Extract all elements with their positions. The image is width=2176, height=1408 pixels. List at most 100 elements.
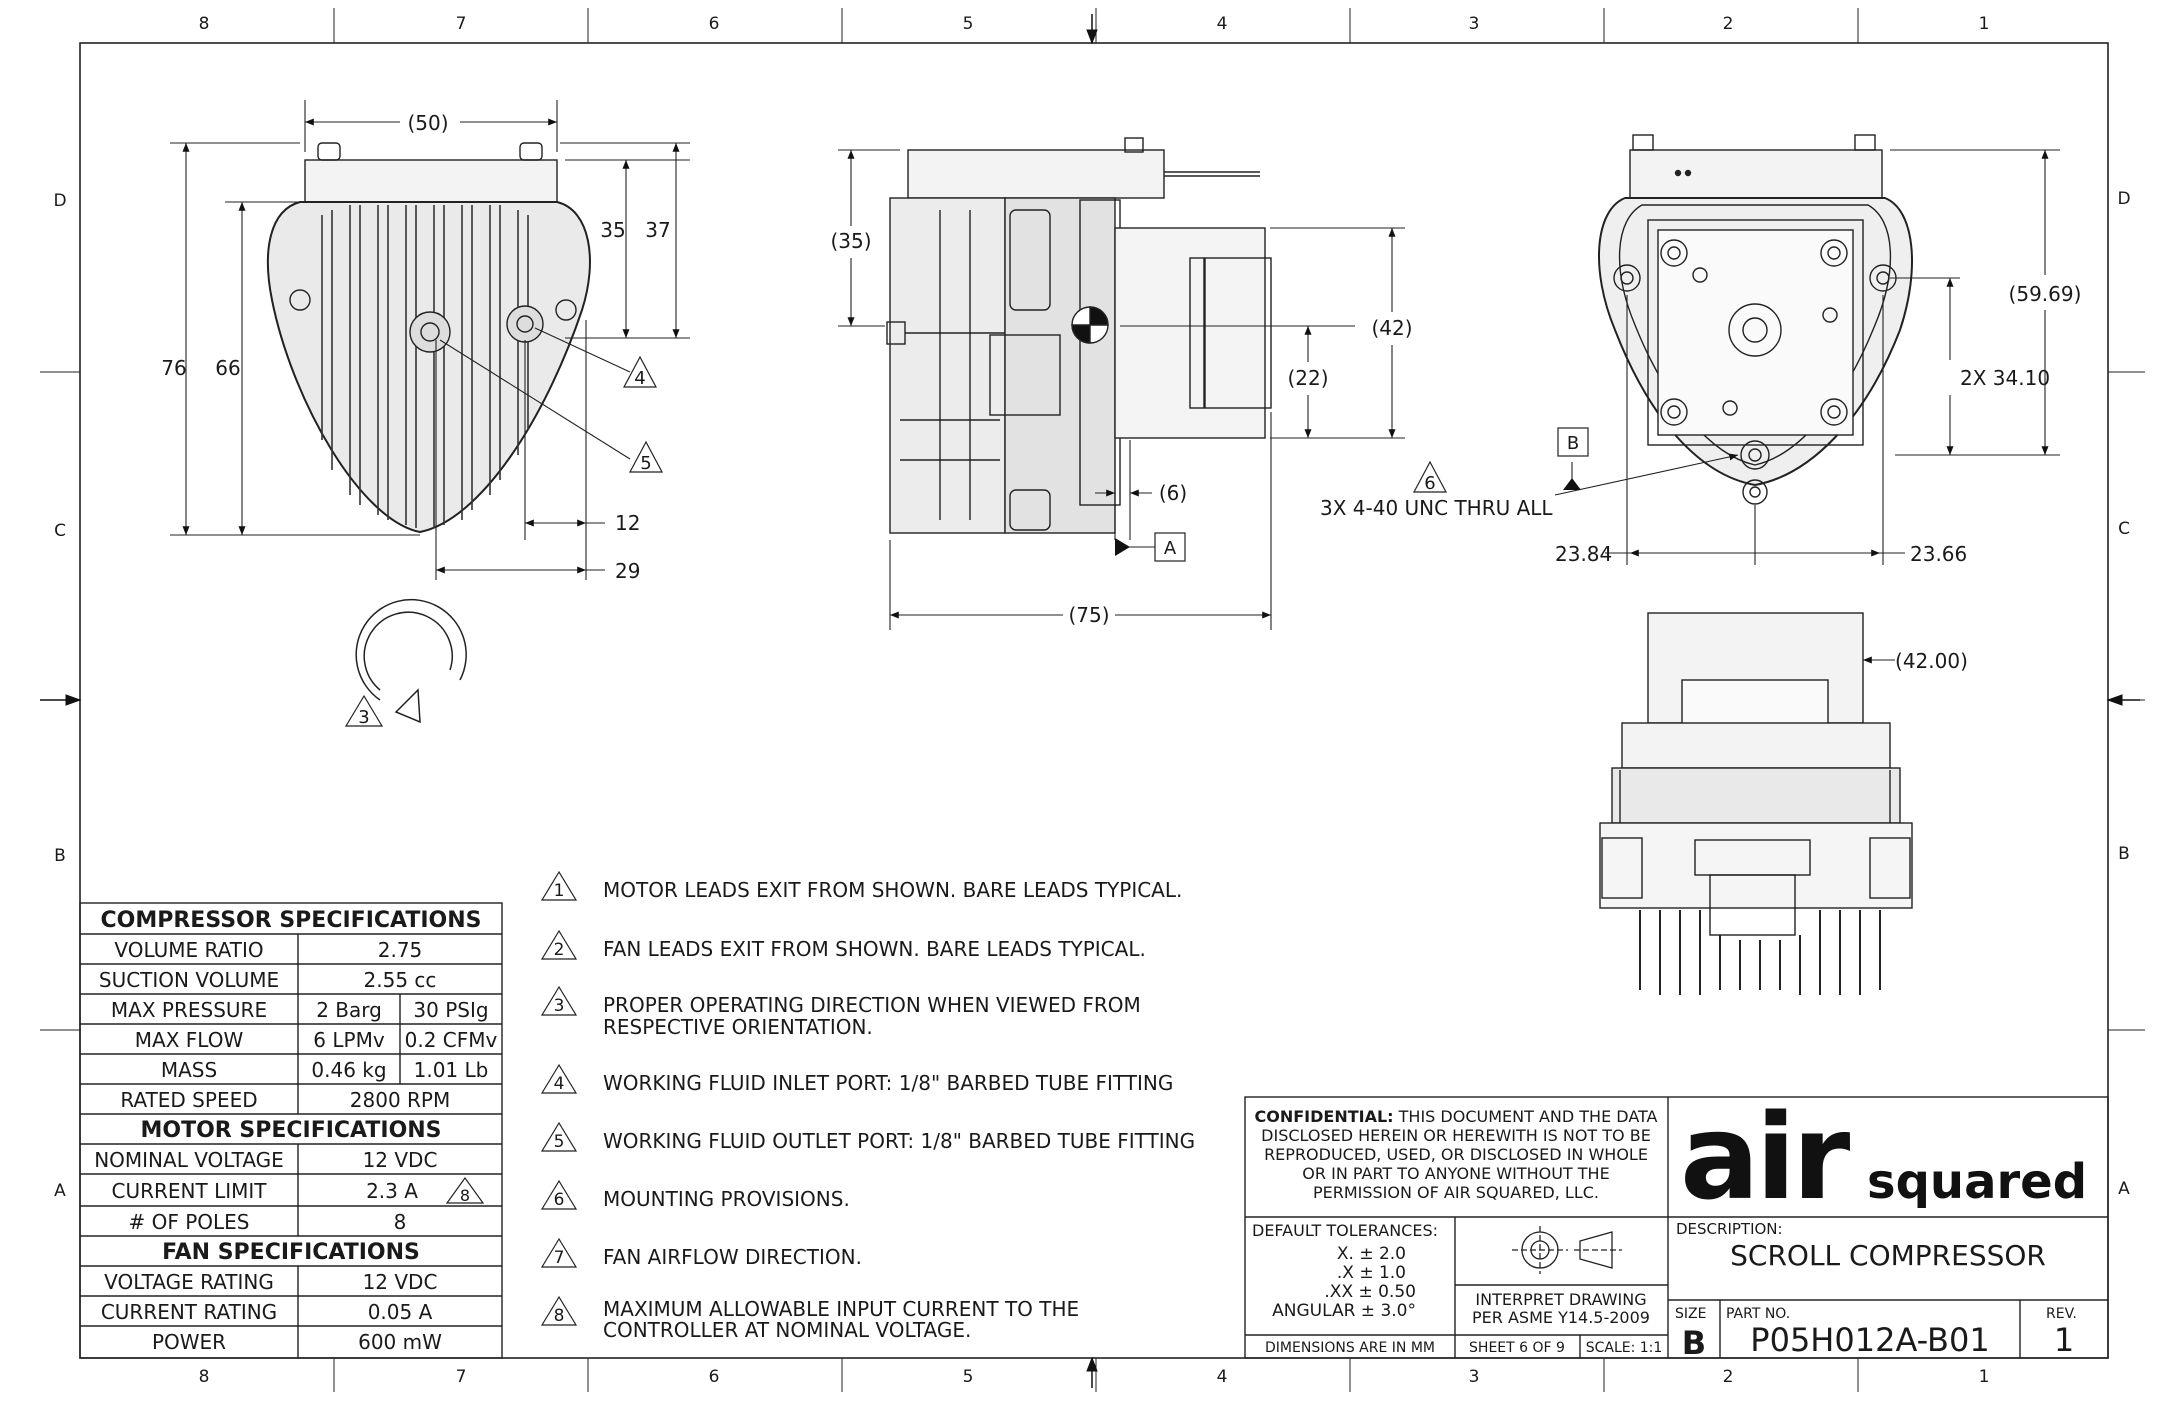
dim-front-width: (50): [407, 111, 448, 135]
zone-right-b: B: [2118, 844, 2130, 864]
tolerance-xx: .X ± 1.0: [1337, 1263, 1406, 1283]
tolerance-x: X. ± 2.0: [1337, 1244, 1406, 1264]
zone-left-c: C: [54, 521, 66, 541]
third-angle-projection-icon: [1512, 1226, 1622, 1274]
svg-text:WORKING FLUID OUTLET PORT: 1/8: WORKING FLUID OUTLET PORT: 1/8" BARBED T…: [603, 1129, 1195, 1153]
zone-top-8: 8: [199, 14, 210, 34]
side-view-dims: [838, 149, 1405, 630]
dim-side-6: (6): [1159, 481, 1187, 505]
rear-datum-b: B: [1557, 427, 1589, 490]
confidential-line-5: PERMISSION OF AIR SQUARED, LLC.: [1313, 1183, 1599, 1202]
svg-text:4: 4: [634, 368, 645, 389]
svg-text:3: 3: [358, 707, 369, 728]
dim-side-35: (35): [830, 229, 871, 253]
dim-rear-2384: 23.84: [1555, 542, 1612, 566]
zone-right-c: C: [2118, 519, 2130, 539]
zone-top-7: 7: [456, 14, 467, 34]
mounting-note: 3X 4-40 UNC THRU ALL: [1320, 496, 1553, 520]
svg-text:5: 5: [640, 453, 651, 474]
dim-front-66: 66: [215, 356, 240, 380]
tolerance-xxx: .XX ± 0.50: [1324, 1282, 1416, 1302]
svg-text:3: 3: [554, 996, 565, 1016]
note-3: 3 PROPER OPERATING DIRECTION WHEN VIEWED…: [540, 985, 1141, 1039]
front-view: [266, 142, 591, 534]
spec-value-current-rating: 0.05 A: [368, 1300, 433, 1324]
svg-text:MOUNTING PROVISIONS.: MOUNTING PROVISIONS.: [603, 1187, 850, 1211]
description-label: DESCRIPTION:: [1676, 1220, 1783, 1238]
zone-bottom-5: 5: [963, 1367, 974, 1387]
zone-right-a: A: [2118, 1179, 2130, 1199]
front-view-dims: [170, 100, 690, 580]
svg-text:squared: squared: [1867, 1154, 2087, 1210]
svg-text:A: A: [1164, 538, 1177, 559]
zone-top-1: 1: [1979, 14, 1990, 34]
dim-front-76: 76: [161, 356, 186, 380]
svg-text:MAXIMUM ALLOWABLE INPUT CURREN: MAXIMUM ALLOWABLE INPUT CURRENT TO THE: [603, 1297, 1079, 1321]
zone-bottom-2: 2: [1723, 1367, 1734, 1387]
spec-label-poles: # OF POLES: [129, 1210, 250, 1234]
spec-label-volume-ratio: VOLUME RATIO: [114, 938, 263, 962]
dim-side-22: (22): [1287, 366, 1328, 390]
spec-value-mass-kg: 0.46 kg: [311, 1058, 386, 1082]
spec-label-power: POWER: [152, 1330, 226, 1354]
spec-value-suction-volume: 2.55 cc: [364, 968, 437, 992]
svg-text:FAN LEADS EXIT FROM SHOWN. BAR: FAN LEADS EXIT FROM SHOWN. BARE LEADS TY…: [603, 937, 1146, 961]
sheet-number: SHEET 6 OF 9: [1469, 1340, 1565, 1356]
dim-side-42: (42): [1371, 316, 1412, 340]
callout-6: 6: [1413, 460, 1447, 494]
part-no-label: PART NO.: [1726, 1306, 1790, 1322]
dim-front-37: 37: [645, 218, 670, 242]
spec-label-nominal-voltage: NOMINAL VOLTAGE: [94, 1148, 284, 1172]
svg-text:5: 5: [554, 1132, 565, 1152]
default-tolerances-label: DEFAULT TOLERANCES:: [1252, 1221, 1438, 1240]
spec-label-voltage-rating: VOLTAGE RATING: [104, 1270, 274, 1294]
spec-label-current-rating: CURRENT RATING: [101, 1300, 277, 1324]
svg-text:8: 8: [554, 1306, 565, 1326]
spec-value-nominal-voltage: 12 VDC: [363, 1148, 438, 1172]
side-view: [886, 137, 1272, 534]
spec-value-max-flow-cfm: 0.2 CFMv: [405, 1028, 498, 1052]
current-limit-note-flag: 8: [445, 1176, 485, 1205]
spec-label-suction-volume: SUCTION VOLUME: [99, 968, 279, 992]
dim-front-29: 29: [615, 559, 640, 583]
spec-label-current-limit: CURRENT LIMIT: [112, 1179, 268, 1203]
spec-value-voltage-rating: 12 VDC: [363, 1270, 438, 1294]
spec-value-current-limit: 2.3 A: [366, 1179, 418, 1203]
zone-top-5: 5: [963, 14, 974, 34]
svg-text:RESPECTIVE ORIENTATION.: RESPECTIVE ORIENTATION.: [603, 1015, 873, 1039]
zone-bottom-4: 4: [1217, 1367, 1228, 1387]
rear-view-dims: [1554, 149, 2060, 565]
note-2: 2 FAN LEADS EXIT FROM SHOWN. BARE LEADS …: [540, 929, 1146, 961]
notes-list: 1 MOTOR LEADS EXIT FROM SHOWN. BARE LEAD…: [540, 870, 1195, 1342]
zone-bottom-1: 1: [1979, 1367, 1990, 1387]
spec-value-volume-ratio: 2.75: [378, 938, 423, 962]
note-8: 8 MAXIMUM ALLOWABLE INPUT CURRENT TO THE…: [540, 1295, 1079, 1342]
svg-text:6: 6: [554, 1190, 565, 1210]
part-number: P05H012A-B01: [1750, 1321, 1989, 1359]
callout-3: 3: [344, 694, 384, 728]
zone-bottom-8: 8: [199, 1367, 210, 1387]
confidential-line-4: OR IN PART TO ANYONE WITHOUT THE: [1302, 1164, 1609, 1183]
svg-text:B: B: [1567, 433, 1579, 454]
callout-4: 4: [623, 355, 657, 389]
dim-top-4200: (42.00): [1895, 649, 1968, 673]
note-6: 6 MOUNTING PROVISIONS.: [540, 1179, 850, 1211]
svg-text:8: 8: [460, 1186, 470, 1205]
zone-left-d: D: [53, 191, 66, 211]
spec-label-mass: MASS: [161, 1058, 217, 1082]
svg-text:4: 4: [554, 1074, 565, 1094]
spec-label-rated-speed: RATED SPEED: [120, 1088, 257, 1112]
spec-value-rated-speed: 2800 RPM: [350, 1088, 450, 1112]
spec-table: [79, 902, 503, 1359]
top-view: [1599, 612, 1913, 995]
callout-5: 5: [629, 440, 663, 474]
zone-top-2: 2: [1723, 14, 1734, 34]
dimensions-units: DIMENSIONS ARE IN MM: [1265, 1340, 1435, 1356]
zone-right-d: D: [2117, 189, 2130, 209]
spec-value-max-pressure-bar: 2 Barg: [316, 998, 382, 1022]
drawing-scale: SCALE: 1:1: [1586, 1340, 1663, 1356]
spec-label-max-flow: MAX FLOW: [135, 1028, 244, 1052]
zone-bottom-6: 6: [709, 1367, 720, 1387]
centering-marks: [40, 14, 2140, 1388]
